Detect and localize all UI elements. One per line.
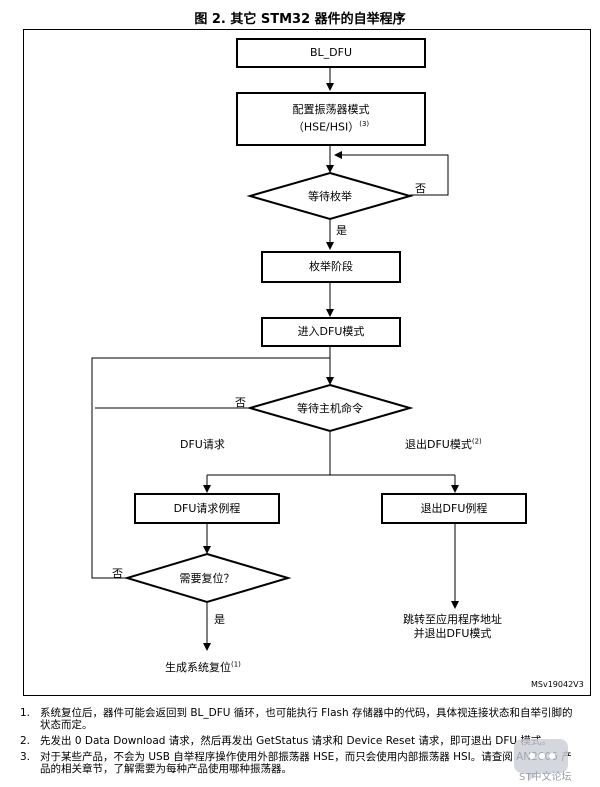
gen-reset-text: 生成系统复位(1): [165, 660, 241, 674]
jump-text-line1: 跳转至应用程序地址: [403, 613, 502, 626]
watermark-text: ST中文论坛: [519, 772, 572, 783]
figure-id: MSv19042V3: [531, 680, 584, 689]
diagram-frame: [23, 29, 591, 696]
footnote-text: 系统复位后，器件可能会返回到 BL_DFU 循环，也可能执行 Flash 存储器…: [40, 707, 573, 731]
wait-enum-text: 等待枚举: [308, 190, 352, 203]
wait-cmd-text: 等待主机命令: [297, 402, 363, 415]
forum-logo-icon: [514, 739, 568, 782]
dfu-request-label: DFU请求: [180, 438, 225, 451]
footnote-number: 2.: [20, 735, 31, 747]
enum-yes-label: 是: [336, 224, 347, 237]
exit-routine-box: 退出DFU例程: [381, 493, 527, 524]
footnote-number: 1.: [20, 707, 31, 719]
config-oscillator-ref: (3): [359, 120, 370, 129]
reset-yes-label: 是: [214, 613, 225, 626]
jump-text: 跳转至应用程序地址 并退出DFU模式: [403, 613, 502, 641]
footnotes: 1. 系统复位后，器件可能会返回到 BL_DFU 循环，也可能执行 Flash …: [20, 707, 580, 779]
jump-text-line2: 并退出DFU模式: [413, 627, 492, 640]
dfu-routine-box: DFU请求例程: [134, 493, 280, 524]
enum-no-label: 否: [415, 182, 426, 195]
figure-title: 图 2. 其它 STM32 器件的自举程序: [194, 12, 406, 27]
bl-dfu-box: BL_DFU: [236, 38, 426, 68]
reset-no-label: 否: [112, 567, 123, 580]
enum-phase-box: 枚举阶段: [261, 251, 401, 283]
enum-phase-text: 枚举阶段: [309, 260, 353, 273]
footnote-2: 2. 先发出 0 Data Download 请求，然后再发出 GetStatu…: [20, 735, 580, 747]
need-reset-text: 需要复位？: [179, 572, 235, 585]
need-reset-decision: [123, 552, 292, 604]
exit-dfu-label: 退出DFU模式(2): [405, 437, 482, 451]
cmd-no-label: 否: [235, 396, 246, 409]
exit-dfu-ref: (2): [471, 437, 482, 446]
wait-enum-decision: [246, 171, 414, 221]
footnote-1: 1. 系统复位后，器件可能会返回到 BL_DFU 循环，也可能执行 Flash …: [20, 707, 580, 731]
wait-cmd-decision: [246, 383, 414, 433]
footnote-text: 对于某些产品，不会为 USB 自举程序操作使用外部振荡器 HSE，而只会使用内部…: [40, 751, 572, 775]
enter-dfu-box: 进入DFU模式: [261, 317, 401, 347]
config-oscillator-box: 配置振荡器模式 （HSE/HSI）(3): [236, 92, 426, 146]
config-oscillator-text: 配置振荡器模式: [292, 103, 370, 117]
footnote-3: 3. 对于某些产品，不会为 USB 自举程序操作使用外部振荡器 HSE，而只会使…: [20, 751, 580, 775]
config-oscillator-mode: （HSE/HSI）(3): [292, 120, 370, 134]
enter-dfu-text: 进入DFU模式: [297, 325, 365, 338]
bl-dfu-text: BL_DFU: [309, 46, 353, 59]
footnote-text: 先发出 0 Data Download 请求，然后再发出 GetStatus 请…: [40, 735, 552, 747]
exit-routine-text: 退出DFU例程: [420, 501, 488, 515]
gen-reset-ref: (1): [231, 660, 241, 669]
footnote-number: 3.: [20, 751, 31, 763]
dfu-routine-text: DFU请求例程: [173, 501, 241, 515]
